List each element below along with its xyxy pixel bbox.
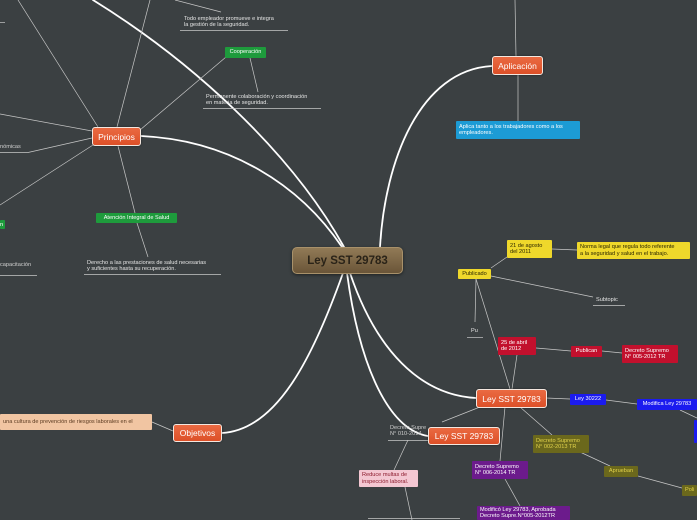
central-topic-label: Ley SST 29783 [307,254,388,267]
central-topic[interactable]: Ley SST 29783 [292,247,403,274]
publicado-node[interactable]: Publicado [458,269,491,279]
topic-ley-sst-secondary-label: Ley SST 29783 [434,431,494,441]
topic-principios[interactable]: Principios [92,127,141,146]
topic-objetivos[interactable]: Objetivos [173,424,222,442]
subtopic-text[interactable]: Subtopic [596,297,618,303]
aprueban-node[interactable]: Aprueban [604,466,638,477]
decreto-006-2014[interactable]: Decreto Supremo N° 006-2014 TR [472,461,528,479]
cooperacion-note[interactable]: Permanente colaboración y coordinación e… [206,94,308,107]
principio-atencion-integral[interactable]: Atención Integral de Salud [96,213,177,223]
branch-line [379,65,493,248]
connector-line [116,0,151,128]
branch-line [349,272,477,399]
topic-aplicacion-label: Aplicación [498,60,537,71]
pu-text[interactable]: Pu [471,328,478,334]
branch-line [346,272,429,437]
branch-line [92,0,345,248]
topic-principios-label: Principios [98,131,135,142]
cutoff-capacitacion-text[interactable]: capacitación [0,262,32,268]
decreto-002-2013[interactable]: Decreto Supremo N° 002-2013 TR [533,435,589,453]
connector-line [535,347,572,352]
principio-cooperacion[interactable]: Cooperación [225,47,266,58]
connector-line [17,0,99,128]
publicado-norma[interactable]: Norma legal que regula todo referente a … [577,242,690,259]
ley-30222-node[interactable]: Ley 30222 [570,394,606,405]
connector-line [637,475,683,489]
reglamento-fecha[interactable]: 25 de abril de 2012 [498,337,536,355]
connector-line [519,406,553,436]
decreto-006-2014-note[interactable]: Modificó Ley 29783, Aprobada Decreto Sup… [477,506,570,520]
connector-line [499,406,506,462]
connector-line [139,56,227,131]
connector-line [0,113,93,132]
objetivos-note[interactable]: una cultura de prevención de riesgos lab… [0,414,152,430]
cutoff-blue-box[interactable] [694,420,697,443]
connector-line [679,409,697,419]
connector-line [393,439,409,471]
topic-aplicacion[interactable]: Aplicación [492,56,543,75]
cutoff-economicas-text[interactable]: nómicas [0,144,21,150]
connector-line [545,397,571,400]
connector-line [551,248,578,251]
cutoff-green-box[interactable]: n [0,220,5,229]
topic-ley-sst[interactable]: Ley SST 29783 [476,389,547,408]
connector-line [601,350,623,354]
reduce-multas-node[interactable]: Reduce multas de inspección laboral. [359,470,418,487]
connector-line [249,57,259,93]
connector-line [475,278,511,390]
publicado-fecha[interactable]: 21 de agosto del 2011 [507,240,552,258]
connector-line [136,222,149,258]
connector-line [117,145,136,214]
decreto-010-2014-text[interactable]: Decreto Supre N° 010-2014 [390,425,427,438]
reglamento-publican[interactable]: Publican [571,346,602,357]
connector-line [151,421,174,432]
connector-line [579,451,611,467]
connector-line [27,137,93,153]
aplicacion-note[interactable]: Aplica tanto a los trabajadores como a l… [456,121,580,139]
connector-line [490,256,508,269]
connector-line [514,0,517,57]
topic-ley-sst-secondary[interactable]: Ley SST 29783 [428,427,500,445]
connector-line [474,278,477,323]
topic-objetivos-label: Objetivos [179,428,216,438]
branch-line [140,135,343,248]
connector-line [174,0,222,13]
connector-line [605,399,638,405]
principio-gestion-note[interactable]: Todo empleador promueve e integra la ges… [184,16,274,29]
branch-line [221,272,344,434]
connector-line [511,354,518,390]
connector-line [504,478,521,507]
connector-line [404,486,413,520]
connector-line [0,144,94,206]
connector-line [441,406,481,423]
modifica-ley-node[interactable]: Modifica Ley 29783 [637,399,697,410]
cutoff-poli-box[interactable]: Poli [682,485,697,496]
decreto-005-2012[interactable]: Decreto Supremo N° 005-2012 TR [622,345,678,363]
topic-ley-sst-label: Ley SST 29783 [482,393,541,404]
atencion-integral-note[interactable]: Derecho a las prestaciones de salud nece… [87,260,207,273]
connector-line [490,275,594,298]
